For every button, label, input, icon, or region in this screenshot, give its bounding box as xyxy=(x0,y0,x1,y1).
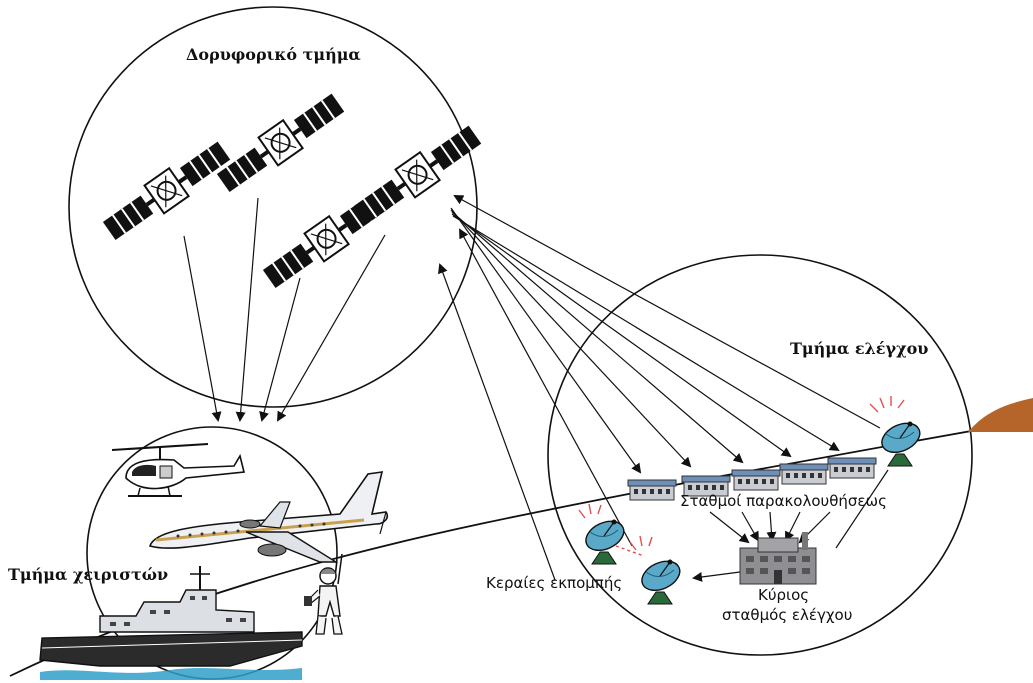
master-station-label-line1: Κύριος xyxy=(758,586,809,604)
uplink-antennas-label: Κεραίες εκπομπής xyxy=(486,574,622,592)
master-control-station-icon xyxy=(739,532,817,585)
dish-to-master-line xyxy=(835,469,889,549)
satellite-icon xyxy=(98,135,235,246)
monitor-station-icon xyxy=(627,479,677,501)
signal-waves xyxy=(869,396,905,413)
downlink-arrows xyxy=(183,197,386,422)
antenna-dish-icon xyxy=(580,514,630,565)
master-to-uplink-arrow xyxy=(692,571,741,582)
antenna-dish-icon xyxy=(876,416,926,467)
control-link-arrows xyxy=(438,195,881,581)
control-segment-label: Τμήμα ελέγχου xyxy=(790,339,928,358)
monitor-stations-label: Σταθμοί παρακολουθήσεως xyxy=(680,492,887,510)
monitor-station-icon xyxy=(827,457,877,479)
master-station-label-line2: σταθμός ελέγχου xyxy=(722,606,852,624)
helicopter-icon xyxy=(111,443,245,497)
ship-icon xyxy=(39,566,303,680)
control-segment-circle xyxy=(547,254,973,656)
soldier-icon xyxy=(304,553,343,635)
user-segment-label: Τμήμα χειριστών xyxy=(8,565,168,584)
antenna-dish-icon xyxy=(636,554,686,605)
satellite-icon xyxy=(349,119,486,230)
monitor-station-icon xyxy=(731,469,781,491)
space-segment-circle xyxy=(68,6,478,408)
airplane-icon xyxy=(149,471,389,563)
satellite-icon xyxy=(212,87,349,198)
monitor-station-icon xyxy=(779,463,829,485)
ground-mound xyxy=(968,398,1033,432)
signal-waves xyxy=(578,503,653,557)
space-segment-label: Δορυφορικό τμήμα xyxy=(186,45,361,64)
